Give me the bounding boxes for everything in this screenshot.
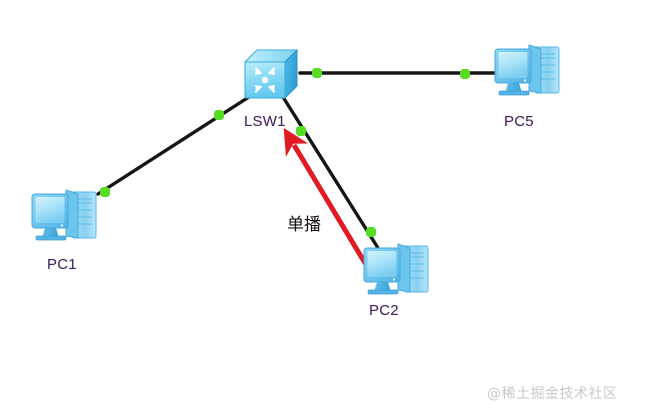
node-label-pc1: PC1 <box>47 256 77 273</box>
link-endpoint-dot <box>312 68 322 78</box>
device-pc1[interactable] <box>31 189 97 241</box>
device-lsw1[interactable] <box>244 49 298 99</box>
node-label-pc2: PC2 <box>369 302 399 319</box>
watermark: @稀土掘金技术社区 <box>487 386 618 402</box>
link-endpoint-dot <box>296 126 306 136</box>
link-endpoint-dot <box>366 227 376 237</box>
device-pc2[interactable] <box>363 243 429 295</box>
link-endpoint-dot <box>214 110 224 120</box>
link-lsw1-pc1[interactable] <box>96 93 254 197</box>
unicast-arrow <box>283 127 371 270</box>
node-label-pc5: PC5 <box>504 113 534 130</box>
link-lsw1-pc5[interactable] <box>298 68 499 79</box>
node-label-lsw1: LSW1 <box>244 113 286 130</box>
link-endpoint-dot <box>460 69 470 79</box>
link-endpoint-dot <box>100 187 110 197</box>
unicast-label: 单播 <box>287 215 321 235</box>
device-pc5[interactable] <box>494 44 560 96</box>
